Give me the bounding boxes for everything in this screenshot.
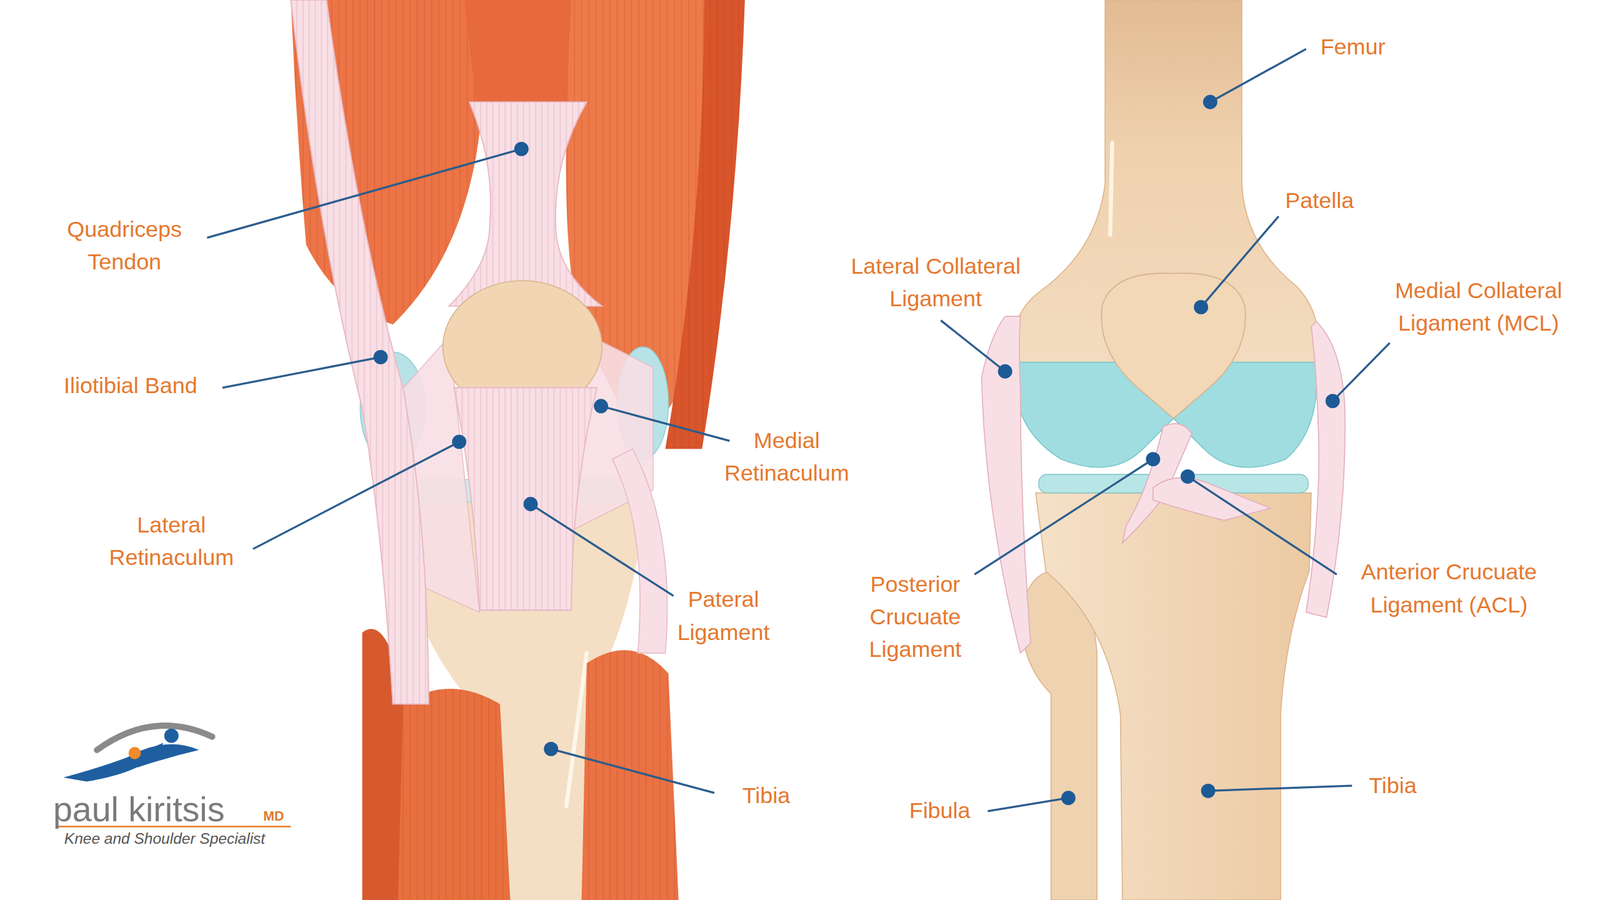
knee-joint-bones xyxy=(1011,0,1319,900)
part-label: Pateral Ligament xyxy=(662,583,785,649)
leader-lines xyxy=(206,48,1390,812)
part-label: Quadriceps Tendon xyxy=(48,213,202,279)
part-label: Iliotibial Band xyxy=(63,369,198,402)
part-label: Posterior Crucuate Ligament xyxy=(854,568,977,667)
part-label: Lateral Retinaculum xyxy=(95,509,249,575)
part-label: Patella xyxy=(1285,185,1354,218)
part-label: Lateral Collateral Ligament xyxy=(833,250,1039,315)
part-label: Anterior Crucuate Ligament (ACL) xyxy=(1341,556,1557,622)
knee-joint-ligaments xyxy=(981,316,1346,654)
part-label: Medial Retinaculum xyxy=(710,424,864,490)
part-label: Fibula xyxy=(909,795,971,828)
part-label: Medial Collateral Ligament (MCL) xyxy=(1376,274,1581,340)
logo-text: Knee and Shoulder Specialist xyxy=(64,829,265,848)
logo-text: paul kiritsis xyxy=(53,790,225,829)
front-knee-ligaments xyxy=(290,0,667,705)
leader-dots xyxy=(373,95,1340,805)
part-label: Tibia xyxy=(1368,769,1417,802)
logo-text: MD xyxy=(263,808,284,825)
part-label: Femur xyxy=(1320,30,1386,64)
front-knee-muscles xyxy=(290,0,745,900)
part-label: Tibia xyxy=(742,779,791,812)
